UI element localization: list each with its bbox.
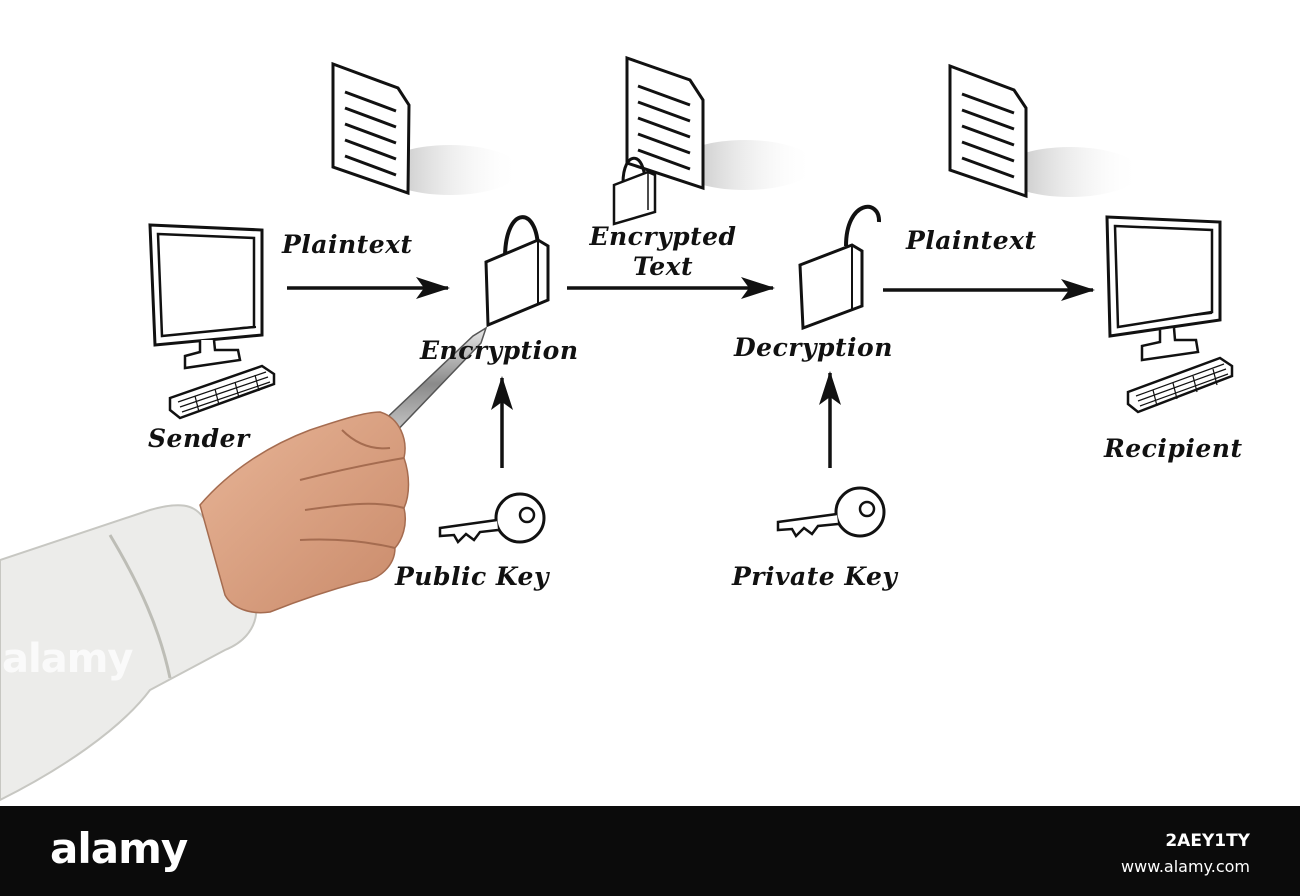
document-decrypted-icon [948, 63, 1140, 199]
label-recipient: Recipient [1104, 434, 1243, 463]
site-url: www.alamy.com [1121, 857, 1250, 876]
label-decryption: Decryption [734, 333, 893, 362]
image-id-code: 2AEY1TY [1165, 831, 1250, 851]
footer-bar: alamy 2AEY1TY www.alamy.com [0, 806, 1300, 896]
label-encrypted-text: Encrypted Text [589, 222, 737, 281]
sender-computer-icon [148, 223, 276, 420]
sleeve [0, 504, 258, 802]
unlocked-padlock-icon [798, 204, 882, 331]
cuff-seam [108, 534, 172, 679]
diagram-canvas [0, 55, 1234, 802]
document-encrypted-icon [625, 55, 815, 191]
document-plaintext-icon [331, 61, 520, 196]
label-plaintext-right: Plaintext [906, 226, 1037, 255]
brand-logo: alamy [50, 824, 188, 873]
locked-padlock-icon [484, 215, 550, 328]
hand [199, 411, 410, 614]
label-plaintext-left: Plaintext [282, 230, 413, 259]
label-encryption: Encryption [420, 336, 579, 365]
label-private-key: Private Key [732, 562, 898, 591]
public-key-icon [438, 492, 546, 545]
label-public-key: Public Key [395, 562, 549, 591]
hand-with-pen [0, 326, 488, 802]
image-id: 2AEY1TY www.alamy.com [1121, 828, 1250, 880]
recipient-computer-icon [1105, 215, 1234, 414]
private-key-icon [776, 486, 886, 539]
label-sender: Sender [148, 424, 250, 453]
small-padlock-icon [612, 156, 657, 226]
watermark: alamy [2, 636, 133, 682]
